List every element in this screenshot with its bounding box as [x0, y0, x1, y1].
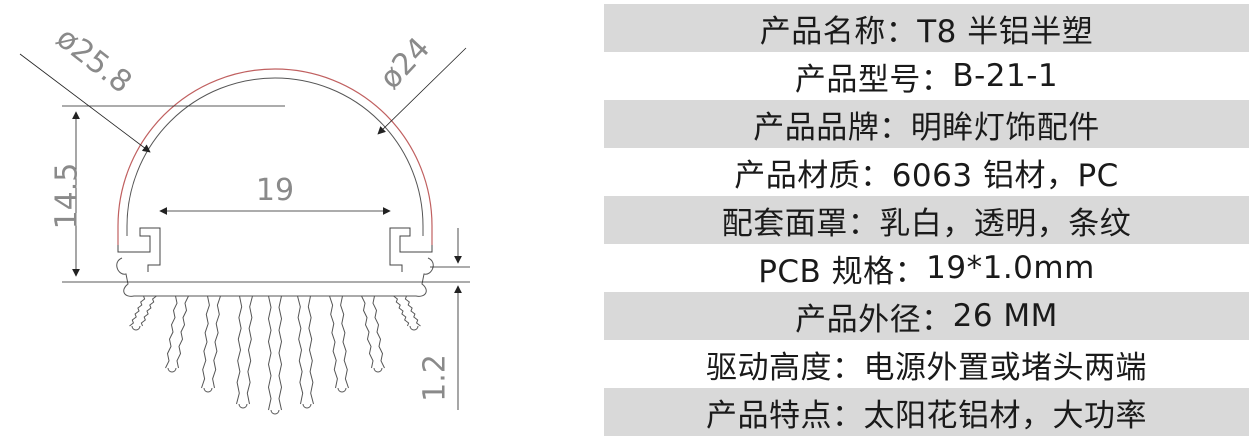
spec-row: 产品型号：B-21-1 — [604, 52, 1249, 100]
profile-cross-section-drawing: 14.5 19 1.2 ø25.8 ø24 — [19, 21, 470, 415]
heatsink-fin-tip — [302, 403, 312, 409]
spec-value: 明眸灯饰配件 — [910, 109, 1100, 146]
spec-value: 电源外置或堵头两端 — [863, 349, 1147, 386]
fin-height-dimension-label: 1.2 — [418, 354, 453, 402]
cover-inner-arc — [126, 77, 424, 236]
heatsink-fin-tip — [238, 403, 248, 409]
spec-row: PCB 规格：19*1.0mm — [604, 244, 1249, 292]
heatsink-fin-left-edge — [165, 295, 178, 369]
spec-row: 驱动高度：电源外置或堵头两端 — [604, 340, 1249, 388]
spec-row: 产品品牌：明眸灯饰配件 — [604, 100, 1249, 148]
heatsink-fin-left-edge — [297, 295, 304, 405]
spec-value: T8 半铝半塑 — [917, 13, 1094, 50]
heatsink-fins — [129, 295, 421, 415]
spec-label: 产品材质： — [734, 157, 892, 194]
spec-row: 产品名称：T8 半铝半塑 — [604, 4, 1249, 52]
spec-label: 产品名称： — [759, 13, 918, 50]
spec-label: 产品型号： — [794, 61, 953, 98]
inner-diameter-leader — [377, 47, 467, 135]
heatsink-fin-tip — [409, 325, 419, 331]
spec-value: 太阳花铝材，大功率 — [863, 397, 1147, 434]
heatsink-fin-right-edge — [246, 295, 253, 405]
outer-diameter-label: ø25.8 — [50, 21, 139, 101]
spec-value: 6063 铝材，PC — [891, 157, 1119, 194]
heatsink-fin-left-edge — [129, 295, 146, 327]
spec-row: 产品外径：26 MM — [604, 292, 1249, 340]
spec-value: 乳白，透明，条纹 — [879, 205, 1132, 242]
heatsink-fin-left-edge — [361, 295, 374, 369]
spec-value: 26 MM — [952, 298, 1058, 334]
heatsink-base — [116, 257, 434, 297]
heatsink-fin-tip — [131, 325, 141, 331]
inner-diameter-label: ø24 — [373, 31, 437, 96]
spec-label: 产品外径： — [795, 301, 953, 338]
spec-value: B-21-1 — [952, 58, 1059, 94]
heatsink-fin-left-edge — [201, 295, 210, 389]
heatsink-fin-right-edge — [372, 295, 385, 369]
spec-label: 产品品牌： — [753, 109, 911, 146]
heatsink-fin-right-edge — [340, 295, 349, 389]
heatsink-fin-right-edge — [307, 295, 314, 405]
spec-label: 配套面罩： — [721, 205, 880, 242]
height-dimension-label: 14.5 — [50, 163, 85, 230]
heatsink-fin-tip — [203, 387, 213, 393]
outer-diameter-leader — [19, 53, 151, 153]
spec-row: 产品材质：6063 铝材，PC — [604, 148, 1249, 196]
heatsink-fin-left-edge — [393, 295, 410, 327]
heatsink-fin-left-edge — [267, 295, 272, 411]
heatsink-fin-tip — [167, 367, 177, 373]
heatsink-fin-right-edge — [404, 295, 421, 327]
spec-label: PCB 规格： — [758, 253, 927, 290]
slot-width-dimension-label: 19 — [256, 173, 294, 208]
spec-row: 配套面罩：乳白，透明，条纹 — [604, 196, 1249, 244]
left-clip — [117, 227, 161, 272]
heatsink-fin-right-edge — [140, 295, 157, 327]
spec-label: 产品特点： — [706, 397, 864, 434]
heatsink-fin-right-edge — [176, 295, 189, 369]
right-clip — [389, 227, 433, 272]
heatsink-fin-right-edge — [212, 295, 221, 389]
heatsink-fin-left-edge — [236, 295, 243, 405]
heatsink-fin-tip — [270, 409, 280, 415]
spec-value: 19*1.0mm — [926, 250, 1095, 286]
spec-label: 驱动高度： — [706, 349, 864, 386]
heatsink-fin-tip — [373, 367, 383, 373]
heatsink-fin-left-edge — [329, 295, 338, 389]
heatsink-fin-right-edge — [278, 295, 283, 411]
heatsink-fin-tip — [337, 387, 347, 393]
cover-outer-arc — [117, 68, 433, 245]
spec-row: 产品特点： 太阳花铝材，大功率 — [604, 388, 1249, 436]
